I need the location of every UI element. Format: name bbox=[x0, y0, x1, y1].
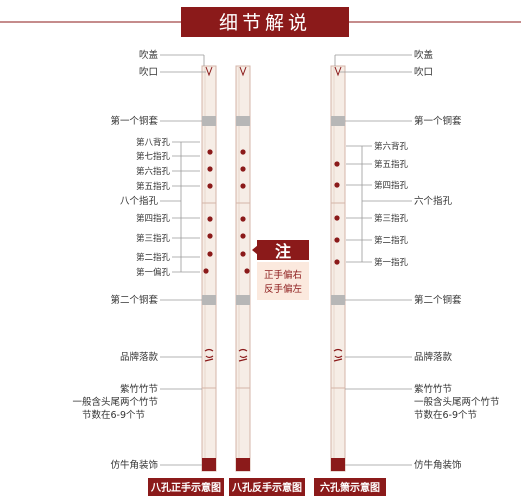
label-left-side-hole: 第一偏孔 bbox=[136, 267, 171, 278]
label-left-bamboo-3: 节数在6-9个节 bbox=[82, 409, 145, 421]
captions: 八孔正手示意图 八孔反手示意图 六孔箫示意图 bbox=[148, 478, 386, 496]
note-line-2: 反手偏左 bbox=[264, 283, 303, 295]
label-right-six-holes: 六个指孔 bbox=[414, 195, 453, 207]
flute-right bbox=[330, 65, 346, 472]
right-guide-lines bbox=[334, 54, 412, 466]
note-box: 注 正手偏右 反手偏左 bbox=[252, 240, 309, 300]
hole-m-1 bbox=[244, 268, 250, 274]
label-left-fourth-hole: 第四指孔 bbox=[136, 213, 171, 224]
hole-m-2 bbox=[240, 251, 246, 257]
caption-middle: 八孔反手示意图 bbox=[231, 481, 302, 494]
hole-r-5 bbox=[334, 182, 340, 188]
label-right-fourth-hole: 第四指孔 bbox=[374, 180, 409, 191]
hole-m-7 bbox=[240, 166, 246, 172]
label-left-mouth-hole: 吹口 bbox=[139, 66, 158, 78]
hole-m-4 bbox=[240, 216, 246, 222]
label-right-fifth-hole: 第五指孔 bbox=[374, 159, 409, 170]
label-left-second-hole: 第二指孔 bbox=[136, 252, 171, 263]
hole-m-3 bbox=[240, 233, 246, 239]
hole-l-6 bbox=[207, 183, 213, 189]
label-left-horn-decor: 仿牛角装饰 bbox=[110, 459, 158, 471]
label-right-first-ferrule: 第一个铜套 bbox=[414, 115, 462, 127]
brand-mark-middle bbox=[238, 348, 248, 362]
left-labels: 吹盖 吹口 第一个铜套 第八背孔 第七指孔 第六指孔 第五指孔 八个指孔 第四指… bbox=[72, 49, 170, 471]
hole-r-2 bbox=[334, 259, 340, 265]
left-guide-lines bbox=[160, 54, 206, 466]
label-left-eight-holes: 八个指孔 bbox=[120, 195, 159, 207]
label-left-brand-mark: 品牌落款 bbox=[120, 351, 159, 363]
label-left-blow-cap: 吹盖 bbox=[139, 49, 159, 61]
label-left-first-ferrule: 第一个铜套 bbox=[110, 115, 158, 127]
caption-right: 六孔箫示意图 bbox=[320, 481, 380, 494]
hole-r-4 bbox=[334, 215, 340, 221]
note-line-1: 正手偏右 bbox=[264, 269, 302, 281]
hole-l-8 bbox=[207, 149, 213, 155]
label-left-bamboo-1: 紫竹竹节 bbox=[120, 383, 158, 395]
hole-r-6 bbox=[334, 161, 340, 167]
label-right-second-hole: 第二指孔 bbox=[374, 235, 409, 246]
label-left-bamboo-2: 一般含头尾两个竹节 bbox=[72, 396, 158, 408]
label-right-sixth-back-hole: 第六背孔 bbox=[374, 141, 409, 152]
label-left-third-hole: 第三指孔 bbox=[136, 233, 171, 244]
label-right-first-hole: 第一指孔 bbox=[374, 257, 409, 268]
label-right-horn-decor: 仿牛角装饰 bbox=[414, 459, 462, 471]
page-title: 细节解说 bbox=[219, 12, 311, 34]
label-right-second-ferrule: 第二个铜套 bbox=[414, 294, 462, 306]
label-right-bamboo-1: 紫竹竹节 bbox=[414, 383, 452, 395]
label-left-eighth-back-hole: 第八背孔 bbox=[136, 137, 171, 148]
hole-l-2 bbox=[207, 251, 213, 257]
hole-l-1 bbox=[203, 268, 209, 274]
hole-r-3 bbox=[334, 237, 340, 243]
hole-l-7 bbox=[207, 166, 213, 172]
label-left-seventh-hole: 第七指孔 bbox=[136, 151, 171, 162]
label-left-sixth-hole: 第六指孔 bbox=[136, 166, 171, 177]
label-right-brand-mark: 品牌落款 bbox=[414, 351, 453, 363]
label-left-fifth-hole: 第五指孔 bbox=[136, 181, 171, 192]
note-head: 注 bbox=[275, 242, 291, 261]
label-right-third-hole: 第三指孔 bbox=[374, 213, 409, 224]
title-banner: 细节解说 bbox=[0, 7, 521, 37]
flute-middle bbox=[235, 65, 251, 472]
label-right-bamboo-3: 节数在6-9个节 bbox=[414, 409, 477, 421]
hole-l-3 bbox=[207, 233, 213, 239]
label-right-blow-cap: 吹盖 bbox=[414, 49, 434, 61]
label-left-second-ferrule: 第二个铜套 bbox=[110, 294, 158, 306]
label-right-bamboo-2: 一般含头尾两个竹节 bbox=[414, 396, 500, 408]
label-right-mouth-hole: 吹口 bbox=[414, 66, 433, 78]
hole-m-6 bbox=[240, 183, 246, 189]
hole-l-4 bbox=[207, 216, 213, 222]
flute-left bbox=[201, 65, 217, 472]
brand-mark-right bbox=[333, 348, 343, 362]
hole-m-8 bbox=[240, 149, 246, 155]
right-labels: 吹盖 吹口 第一个铜套 第六背孔 第五指孔 第四指孔 六个指孔 第三指孔 第二指… bbox=[374, 49, 500, 471]
caption-left: 八孔正手示意图 bbox=[150, 481, 221, 494]
brand-mark-left bbox=[204, 348, 214, 362]
